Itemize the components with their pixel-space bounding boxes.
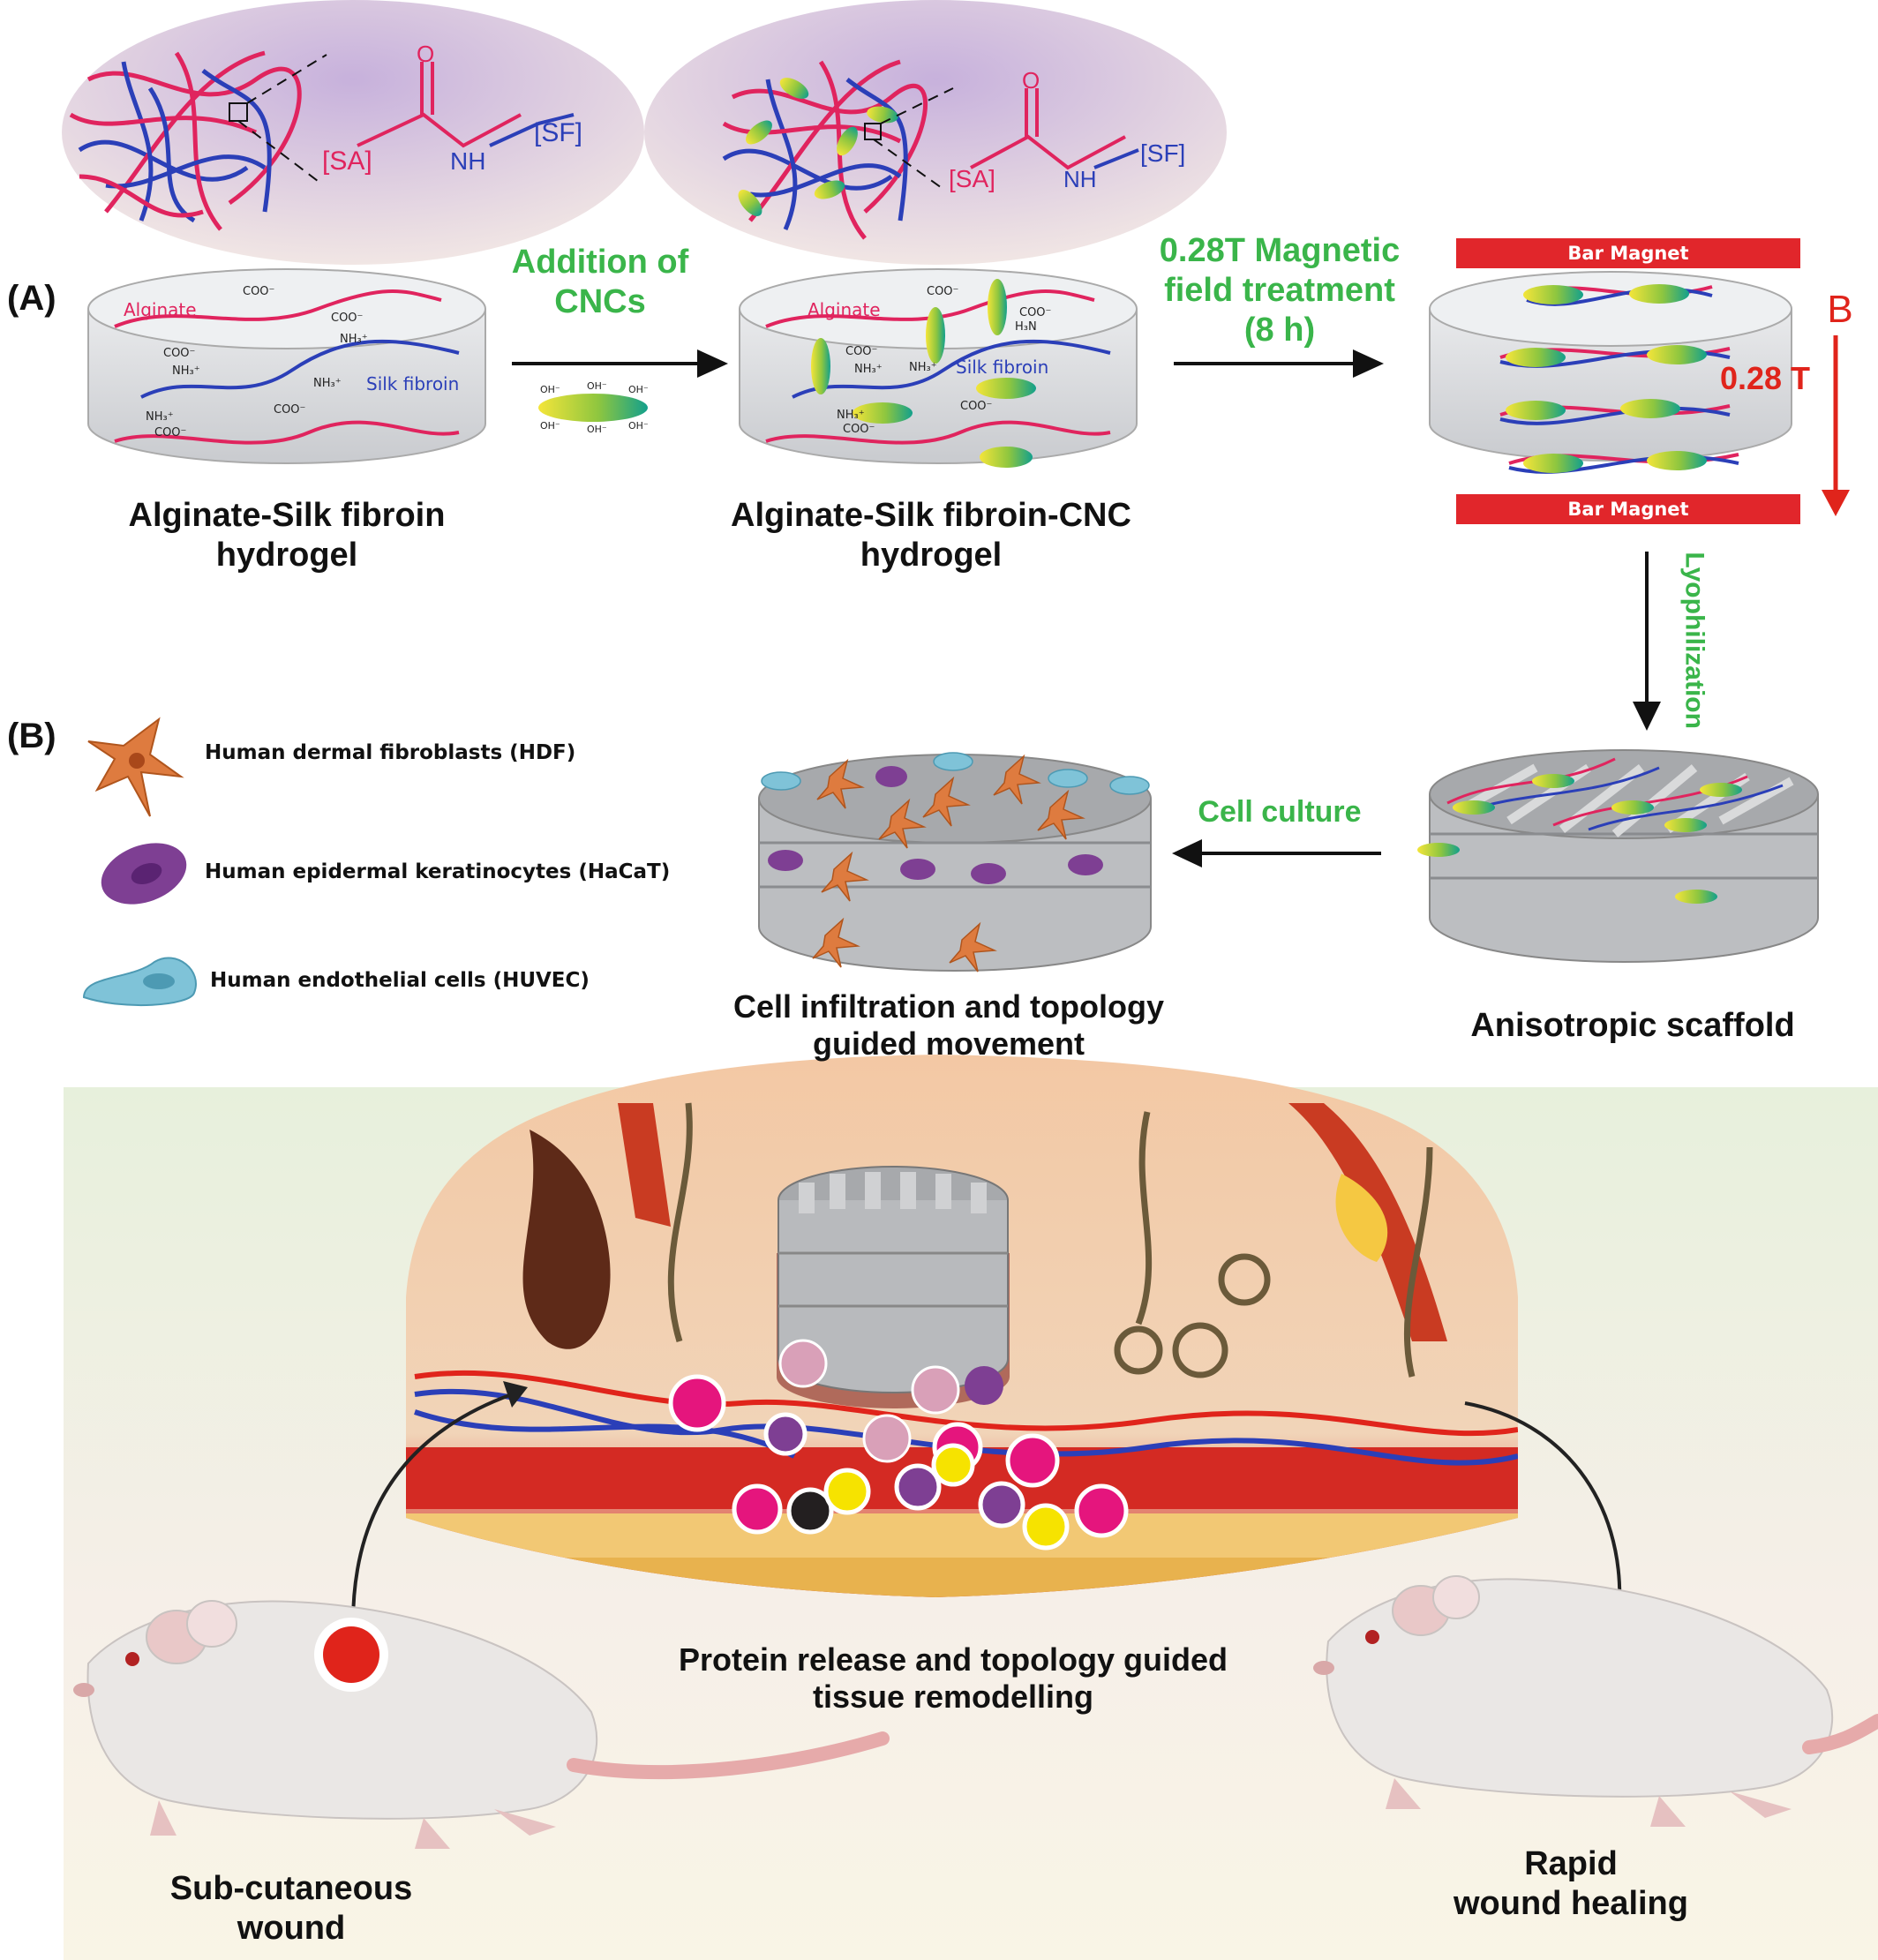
coo-label-1d: COO⁻ bbox=[274, 403, 305, 417]
nh3-label-2b: NH₃⁺ bbox=[909, 361, 937, 374]
oh-label-d: OH⁻ bbox=[540, 420, 560, 432]
coo-label-1a: COO⁻ bbox=[243, 285, 274, 298]
field-value: 0.28 T bbox=[1719, 360, 1811, 396]
step2-label: 0.28T Magnetic field treatment (8 h) bbox=[1125, 231, 1434, 349]
scaffold-label: Anisotropic scaffold bbox=[1470, 1007, 1795, 1044]
wound-title: Sub-cutaneous wound bbox=[132, 1869, 450, 1949]
hydrogel2-title-line2: hydrogel bbox=[860, 536, 1003, 574]
wound-title-line2: wound bbox=[237, 1909, 346, 1947]
nh3-label-1a: NH₃⁺ bbox=[340, 333, 368, 346]
step2-line3: (8 h) bbox=[1243, 311, 1316, 349]
coo-label-2d: COO⁻ bbox=[960, 400, 992, 413]
hydrogel1-title-line1: Alginate-Silk fibroin bbox=[128, 497, 446, 534]
alginate-label-1: Alginate bbox=[124, 299, 197, 320]
healing-title-line2: wound healing bbox=[1454, 1884, 1688, 1922]
oh-label-e: OH⁻ bbox=[587, 424, 607, 435]
seeded-title-line1: Cell infiltration and topology bbox=[733, 988, 1164, 1025]
hydrogel2-title: Alginate-Silk fibroin-CNC hydrogel bbox=[706, 496, 1156, 575]
keratinocyte-icon bbox=[101, 843, 187, 905]
h3n-label-2: H₃N bbox=[1015, 320, 1037, 334]
legend-keratinocyte: Human epidermal keratinocytes (HaCaT) bbox=[205, 860, 671, 883]
field-symbol: B bbox=[1827, 288, 1853, 331]
seeded-title: Cell infiltration and topology guided mo… bbox=[688, 988, 1209, 1063]
step2-line2: field treatment bbox=[1164, 271, 1395, 309]
coo-label-2a: COO⁻ bbox=[927, 285, 958, 298]
coo-label-1b: COO⁻ bbox=[331, 312, 363, 325]
mouse-wound bbox=[73, 1600, 890, 1849]
alginate-label-2: Alginate bbox=[808, 299, 881, 320]
chem-nh-2: NH bbox=[1063, 166, 1097, 192]
nh3-label-1b: NH₃⁺ bbox=[172, 364, 200, 378]
oh-label-a: OH⁻ bbox=[540, 384, 560, 395]
chem-o-1: O bbox=[417, 41, 434, 67]
fibroblast-icon bbox=[87, 717, 184, 817]
silk-label-1: Silk fibroin bbox=[366, 373, 459, 394]
panel-b-label: (B) bbox=[7, 717, 56, 755]
anisotropic-scaffold bbox=[1417, 749, 1819, 963]
bubble-1 bbox=[62, 0, 644, 265]
chem-sf-1: [SF] bbox=[534, 118, 582, 147]
step3-label: Lyophilization bbox=[1679, 552, 1709, 729]
chem-o-2: O bbox=[1022, 67, 1040, 94]
chem-nh-1: NH bbox=[450, 147, 485, 175]
hydrogel-disc-2 bbox=[739, 268, 1138, 468]
chem-sa-2: [SA] bbox=[949, 165, 995, 192]
hydrogel2-title-line1: Alginate-Silk fibroin-CNC bbox=[731, 497, 1131, 534]
oh-label-c: OH⁻ bbox=[628, 384, 649, 395]
coo-label-1c: COO⁻ bbox=[163, 347, 195, 360]
chem-sf-2: [SF] bbox=[1140, 139, 1185, 167]
step1-label: Addition of CNCs bbox=[494, 243, 706, 322]
oh-label-f: OH⁻ bbox=[628, 420, 649, 432]
step1-line2: CNCs bbox=[554, 282, 646, 320]
legend-fibroblast: Human dermal fibroblasts (HDF) bbox=[205, 741, 576, 764]
coo-label-2e: COO⁻ bbox=[843, 423, 875, 436]
healing-title-line1: Rapid bbox=[1524, 1845, 1618, 1882]
step2-line1: 0.28T Magnetic bbox=[1159, 232, 1401, 269]
endothelial-icon bbox=[82, 957, 197, 1007]
silk-label-2: Silk fibroin bbox=[956, 357, 1048, 378]
skin-title-line1: Protein release and topology guided bbox=[678, 1641, 1228, 1678]
coo-label-1e: COO⁻ bbox=[154, 426, 186, 439]
hydrogel-disc-1 bbox=[87, 268, 486, 464]
bar-magnet-bottom: Bar Magnet bbox=[1456, 494, 1800, 524]
skin-title: Protein release and topology guided tiss… bbox=[644, 1641, 1262, 1716]
nh3-label-2a: NH₃⁺ bbox=[854, 363, 883, 376]
healing-arrow bbox=[1464, 1401, 1622, 1607]
panel-a-label: (A) bbox=[7, 279, 56, 318]
bubble-2 bbox=[644, 0, 1227, 265]
coo-label-2c: COO⁻ bbox=[845, 345, 877, 358]
skin-lens bbox=[406, 1055, 1518, 1597]
released-cells bbox=[668, 1374, 1129, 1551]
cnc-particle bbox=[538, 394, 648, 422]
seeded-title-line2: guided movement bbox=[812, 1025, 1085, 1063]
mouse-healed bbox=[1313, 1575, 1878, 1827]
skin-title-line2: tissue remodelling bbox=[812, 1678, 1094, 1716]
step1-line1: Addition of bbox=[511, 244, 689, 281]
hydrogel1-title: Alginate-Silk fibroin hydrogel bbox=[97, 496, 477, 575]
wound-title-line1: Sub-cutaneous bbox=[169, 1870, 413, 1907]
magnet-disc bbox=[1429, 271, 1792, 474]
healing-title: Rapid wound healing bbox=[1403, 1844, 1739, 1924]
bar-magnet-top: Bar Magnet bbox=[1456, 238, 1800, 268]
hydrogel1-title-line2: hydrogel bbox=[215, 536, 358, 574]
protein-spheres bbox=[778, 1339, 1003, 1463]
chem-sa-1: [SA] bbox=[322, 146, 372, 176]
nh3-label-2c: NH₃⁺ bbox=[837, 409, 865, 422]
oh-label-b: OH⁻ bbox=[587, 380, 607, 392]
legend-endothelial: Human endothelial cells (HUVEC) bbox=[210, 969, 590, 992]
seeded-scaffold bbox=[758, 752, 1152, 972]
wound-arrow bbox=[351, 1393, 513, 1625]
nh3-label-1c: NH₃⁺ bbox=[313, 377, 342, 390]
nh3-label-1d: NH₃⁺ bbox=[146, 410, 174, 424]
coo-label-2b: COO⁻ bbox=[1019, 306, 1051, 319]
step4-label: Cell culture bbox=[1198, 795, 1362, 829]
